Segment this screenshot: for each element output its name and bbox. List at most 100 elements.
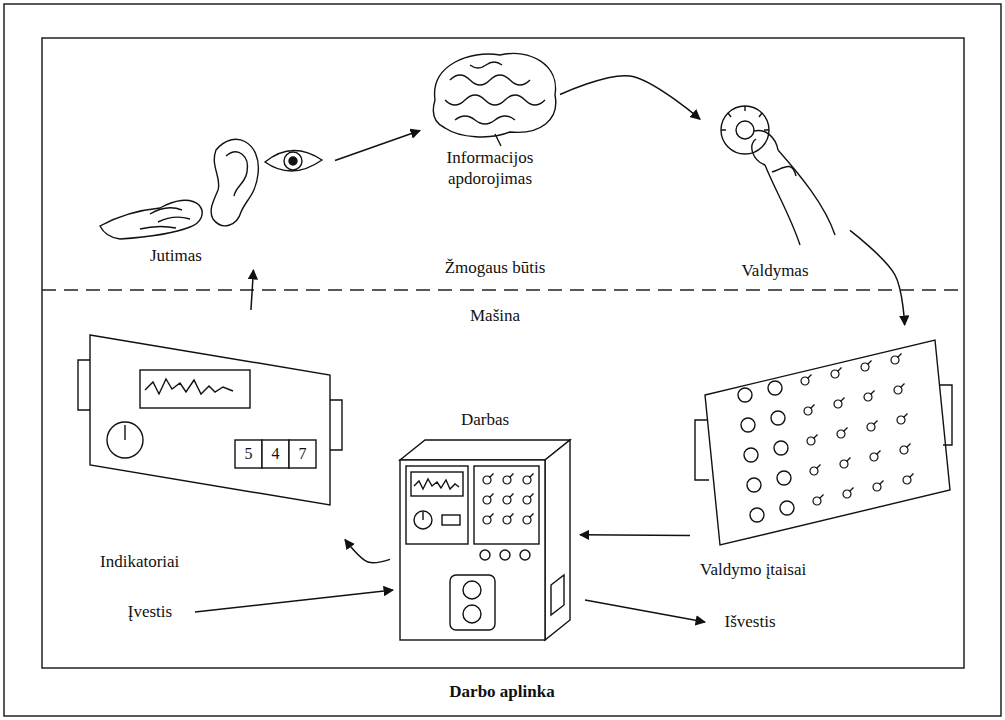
sensing-figure [100,139,322,239]
digit: 7 [299,444,307,463]
gauge [107,422,143,458]
flow-arrow [345,540,390,563]
control-panel-figure-part [897,414,908,425]
machine-figure-part [503,494,514,505]
node-label: Indikatoriai [100,552,179,572]
machine-figure-part [551,575,564,615]
machine-figure-part [503,474,514,485]
control-panel-figure [695,340,952,545]
brain-figure [433,53,555,146]
control-panel-figure-part [873,481,884,492]
gauge-needle [124,425,125,440]
machine-figure-part [523,494,534,505]
eye-figure [265,150,322,171]
control-hand-figure-part [772,166,796,176]
node-label: Valdymo įtaisai [700,560,806,580]
machine-figure-part [483,474,494,485]
region-label: Mašina [470,306,520,326]
flow-arrow [251,270,253,310]
dial [721,106,769,154]
control-panel-node: Valdymo įtaisai [690,325,955,585]
flow-arrow [335,131,420,161]
control-panel-figure-part [903,474,914,485]
control-panel-figure-part [807,435,818,446]
diagram-caption: Darbo aplinka [449,682,554,702]
control-panel-figure-part [864,391,875,402]
waveform [145,379,233,394]
machine-figure-part [503,514,514,525]
control-panel-figure-part [738,388,752,402]
inner-frame [42,38,964,668]
divider-line [42,289,964,291]
control-panel-figure-part [813,495,824,506]
hand-figure [100,200,202,239]
screen [140,370,250,408]
forearm [765,150,835,245]
region-label: Žmogaus būtis [445,258,546,278]
machine-figure-part [414,511,432,529]
machine-figure-part [400,440,570,460]
control-panel-figure-part [705,340,950,545]
dial-knob [736,121,754,139]
control-panel-figure-part [843,488,854,499]
ear-figure [211,139,258,225]
brain-figure-part [495,134,501,146]
machine-figure-part [463,605,481,623]
digit-box [262,440,289,468]
control-node: Valdymas [700,90,850,285]
machine-figure-part [406,466,468,544]
eye-iris [284,152,302,170]
flow-arrow [560,76,700,120]
machine-figure-part [463,581,481,599]
control-panel-figure-part [900,444,911,455]
control-panel-figure-part [801,375,812,386]
finger-lines [140,208,190,229]
machine-figure-part [480,550,490,560]
node-label: Jutimas [150,246,202,266]
control-panel-figure-part [747,478,761,492]
control-panel-figure-part [870,451,881,462]
brain-figure-part [445,95,545,105]
control-panel-figure-part [741,418,755,432]
eye-pupil [289,157,297,165]
control-panel-figure-part [804,405,815,416]
panel-handles [695,385,952,480]
processing-node: Informacijos apdorojimas [420,45,560,195]
flow-arrow [850,230,905,325]
control-panel-figure-part [834,398,845,409]
control-hand-figure [721,106,835,245]
machine-figure-part [411,472,463,496]
control-panel-figure-part [768,381,782,395]
work-machine-node: Darbas [390,405,580,650]
control-panel-figure-part [837,428,848,439]
control-panel-figure-part [777,471,791,485]
machine-figure-part [500,550,510,560]
brain-figure-part [470,62,502,68]
outer-frame [4,4,1001,716]
brain-figure-part [433,53,555,137]
indicator-panel-figure [78,335,342,505]
control-panel-figure-part [780,501,794,515]
brain-figure-part [450,75,530,85]
machine-figure-part [450,575,495,630]
node-label: Valdymas [741,261,808,281]
indicator-panel-node: Indikatoriai [60,310,345,580]
control-panel-figure-part [750,508,764,522]
control-panel-figure-part [831,368,842,379]
machine-figure-part [523,514,534,525]
digit: 5 [245,444,253,463]
control-panel-figure-part [810,465,821,476]
output-arrow [585,600,705,622]
control-panel-figure-part [894,384,905,395]
sensing-node: Jutimas [90,120,335,270]
machine-figure-part [545,440,570,640]
machine-figure-part [442,515,460,525]
input-label: Įvestis [128,602,172,622]
brain-figure-part [455,116,515,124]
control-panel-figure-part [744,448,758,462]
flow-arrow [580,534,690,536]
control-panel-figure-part [774,441,788,455]
node-label: Darbas [461,410,509,430]
